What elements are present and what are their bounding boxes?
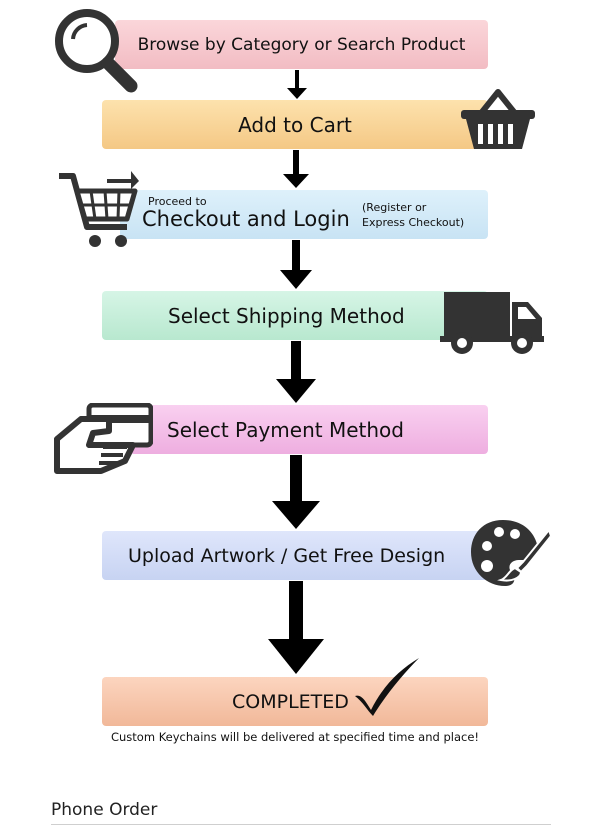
arrow-icon xyxy=(268,581,324,674)
step-completed: COMPLETED xyxy=(102,677,488,726)
step-label: Checkout and Login xyxy=(142,207,350,231)
arrow-icon xyxy=(280,240,312,289)
cart-icon xyxy=(59,171,139,247)
step-sub-label: Proceed to xyxy=(148,195,207,208)
step-label: Select Payment Method xyxy=(167,417,404,442)
delivery-note: Custom Keychains will be delivered at sp… xyxy=(110,730,480,744)
step-browse: Browse by Category or Search Product xyxy=(115,20,488,69)
step-checkout: Proceed to Checkout and Login (Register … xyxy=(120,190,488,239)
divider xyxy=(51,824,551,825)
step-side-note: (Register or Express Checkout) xyxy=(362,201,465,229)
step-label: Select Shipping Method xyxy=(168,303,405,328)
arrow-icon xyxy=(287,70,307,99)
step-label: Upload Artwork / Get Free Design xyxy=(128,544,446,567)
search-icon xyxy=(55,9,138,93)
step-payment: Select Payment Method xyxy=(130,405,488,454)
step-label: COMPLETED xyxy=(232,690,349,713)
arrow-icon xyxy=(272,455,320,529)
arrow-icon xyxy=(276,341,316,403)
basket-icon xyxy=(461,89,535,149)
phone-order-heading: Phone Order xyxy=(51,800,158,820)
step-shipping: Select Shipping Method xyxy=(102,291,488,340)
step-add-to-cart: Add to Cart xyxy=(102,100,488,149)
step-upload-artwork: Upload Artwork / Get Free Design xyxy=(102,531,488,580)
card-in-hand-icon xyxy=(54,403,153,474)
step-label: Browse by Category or Search Product xyxy=(137,34,466,55)
step-label: Add to Cart xyxy=(238,112,352,137)
checkmark-icon xyxy=(355,658,419,716)
palette-icon xyxy=(471,520,551,586)
arrow-icon xyxy=(283,150,309,188)
truck-icon xyxy=(440,292,544,354)
